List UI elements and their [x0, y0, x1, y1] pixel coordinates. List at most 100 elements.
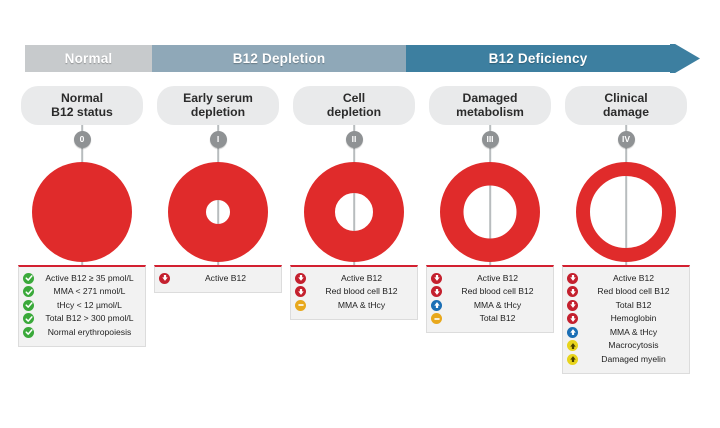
arrow-up-icon [567, 326, 578, 338]
legend-item: Hemoglobin [567, 313, 685, 325]
legend-item: Active B12 ≥ 35 pmol/L [23, 272, 141, 284]
legend-item: Macrocytosis [567, 340, 685, 352]
stage-title-line1: Cell [342, 91, 366, 105]
stage-title-line2: B12 status [51, 105, 113, 120]
arrow-down-icon [295, 286, 306, 298]
stage-title-line2: depletion [190, 105, 246, 120]
arrow-down-icon [567, 313, 578, 325]
legend-item-label: Total B12 [479, 313, 516, 324]
arrow-band-2 [406, 44, 700, 73]
legend-item-label: Red blood cell B12 [597, 286, 670, 297]
legend-item: MMA & tHcy [567, 326, 685, 338]
legend-item-label: Damaged myelin [601, 353, 666, 364]
stage-badge-4: IV [617, 130, 635, 148]
legend-item-label: tHcy < 12 µmol/L [57, 299, 122, 310]
check-icon [23, 272, 34, 284]
legend-item: Damaged myelin [567, 353, 685, 365]
legend-item: Normal erythropoiesis [23, 326, 141, 338]
legend-item: MMA < 271 nmol/L [23, 286, 141, 298]
legend-item: MMA & tHcy [295, 299, 413, 311]
check-icon [23, 326, 34, 338]
stage-legend-card-1: Active B12 [154, 264, 282, 293]
connector-line [217, 158, 219, 265]
arrow-down-icon [567, 286, 578, 298]
stage-donut-wrap-4 [562, 158, 690, 265]
legend-item: Red blood cell B12 [567, 286, 685, 298]
stage-legend-card-0: Active B12 ≥ 35 pmol/L MMA < 271 nmol/L tH… [18, 264, 146, 347]
legend-item: Total B12 [431, 313, 549, 325]
b12-level-donut-0 [32, 161, 132, 262]
stage-donut-wrap-1 [154, 158, 282, 265]
legend-item-label: Red blood cell B12 [325, 286, 398, 297]
arrow-down-icon [431, 286, 442, 298]
check-icon [23, 299, 34, 311]
legend-item: tHcy < 12 µmol/L [23, 299, 141, 311]
legend-item: Active B12 [295, 272, 413, 284]
arrow-down-icon [295, 272, 306, 284]
stage-donut-wrap-2 [290, 158, 418, 265]
arrow-down-icon [567, 272, 578, 284]
arrow-up-icon [567, 340, 578, 352]
legend-item-label: MMA & tHcy [473, 299, 522, 310]
stage-title-line1: Early serum [183, 91, 253, 105]
arrow-down-icon [159, 272, 170, 284]
stage-title-line2: depletion [326, 105, 382, 120]
stage-title-line2: metabolism [456, 105, 524, 120]
legend-item-label: Normal erythropoiesis [47, 326, 132, 337]
stage-title-line2: damage [602, 105, 650, 120]
legend-item-label: MMA & tHcy [337, 299, 386, 310]
connector-line [625, 158, 627, 265]
stage-badge-1: I [209, 130, 227, 148]
legend-item-label: Total B12 > 300 pmol/L [45, 313, 134, 324]
stage-badge-3: III [481, 130, 499, 148]
arrow-up-icon [431, 299, 442, 311]
legend-item-label: Active B12 [612, 272, 655, 283]
legend-item-label: Total B12 [615, 299, 652, 310]
stage-badge-0: 0 [73, 130, 91, 148]
stage-title-line1: Normal [60, 91, 103, 105]
stage-title-line1: Clinical [604, 91, 648, 105]
stage-donut-wrap-3 [426, 158, 554, 265]
check-icon [23, 286, 34, 298]
connector-line [353, 158, 355, 265]
legend-item-label: Active B12 [340, 272, 383, 283]
legend-item-label: MMA < 271 nmol/L [53, 286, 126, 297]
arrow-down-icon [567, 299, 578, 311]
dash-icon [431, 313, 442, 325]
b12-level-donut-4 [576, 161, 676, 262]
arrow-down-icon [431, 272, 442, 284]
legend-item: Total B12 [567, 299, 685, 311]
legend-item: Red blood cell B12 [295, 286, 413, 298]
legend-item-label: Macrocytosis [608, 340, 659, 351]
legend-item-label: Red blood cell B12 [461, 286, 534, 297]
arrow-band-1 [152, 45, 406, 72]
legend-item: Active B12 [159, 272, 277, 284]
stage-badge-wrap-1: I [154, 124, 282, 159]
stage-donut-wrap-0 [18, 158, 146, 265]
b12-level-donut-2 [304, 161, 404, 262]
arrow-band-0 [25, 45, 152, 72]
connector-line [489, 158, 491, 265]
dash-icon [295, 299, 306, 311]
stage-badge-wrap-4: IV [562, 124, 690, 159]
legend-item: Active B12 [431, 272, 549, 284]
stage-badge-2: II [345, 130, 363, 148]
legend-item-label: Active B12 [476, 272, 519, 283]
stage-badge-wrap-3: III [426, 124, 554, 159]
stage-title-line1: Damaged [462, 91, 518, 105]
b12-level-donut-3 [440, 161, 540, 262]
